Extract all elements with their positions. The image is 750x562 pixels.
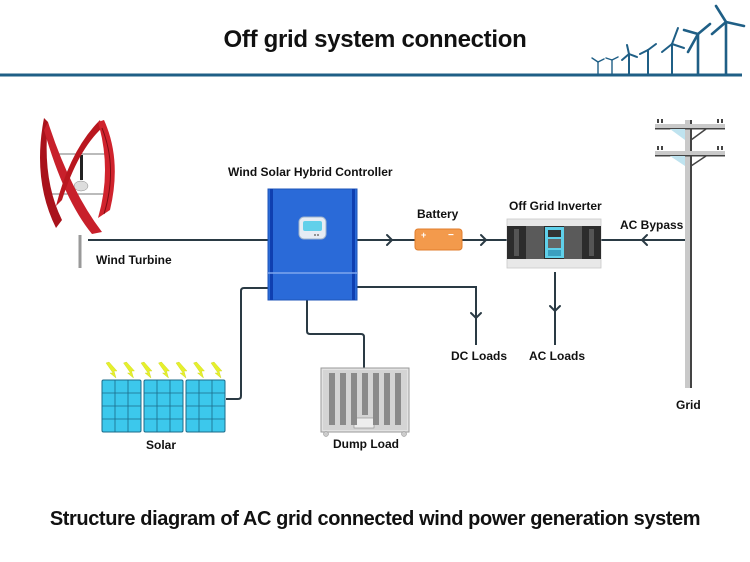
sun-ray-icon: [175, 361, 188, 379]
dump-load-resistor-icon: [320, 367, 410, 437]
arrowheads: [386, 234, 648, 320]
sun-ray-icon: [140, 361, 153, 379]
sun-ray-icon: [193, 361, 205, 379]
vertical-axis-wind-turbine-icon: [40, 118, 115, 268]
sun-ray-icon: [158, 361, 170, 379]
footer-caption: Structure diagram of AC grid connected w…: [49, 508, 701, 530]
solar-label: Solar: [146, 438, 177, 452]
vent-slat: [384, 373, 390, 425]
battery-plus-terminal: +: [421, 230, 426, 240]
vent-slat: [351, 373, 357, 425]
sun-ray-icon: [123, 361, 135, 379]
battery-minus-terminal: −: [448, 230, 454, 241]
wind-turbine-label: Wind Turbine: [96, 253, 172, 267]
arrow-to-inverter: [480, 234, 488, 246]
wire-controller-dcloads: [357, 286, 477, 345]
ac-bypass-label: AC Bypass: [620, 218, 684, 232]
arrow-to-dcloads: [470, 312, 482, 320]
arrow-to-battery: [386, 234, 394, 246]
sun-ray-icon: [105, 361, 118, 379]
dump-load-label: Dump Load: [333, 437, 399, 451]
vent-slat: [395, 373, 401, 425]
vent-slat: [373, 373, 379, 425]
battery-label: Battery: [417, 207, 459, 221]
arrow-to-acloads: [549, 305, 561, 313]
vent-slat: [340, 373, 346, 425]
arrow-from-grid: [640, 234, 648, 246]
vent-slat: [362, 373, 368, 415]
wire-controller-solar: [226, 287, 268, 400]
wire-controller-dumpload: [306, 300, 365, 368]
inverter-label: Off Grid Inverter: [509, 199, 602, 213]
battery-icon: + −: [414, 228, 463, 251]
hybrid-controller-icon: [267, 188, 358, 301]
solar-panel-icon: [101, 361, 226, 433]
wires: [88, 239, 688, 400]
vent-slat: [329, 373, 335, 425]
utility-pole-icon: [655, 119, 725, 388]
inverter-icon: [506, 218, 602, 269]
grid-label: Grid: [676, 398, 701, 412]
dc-loads-label: DC Loads: [451, 349, 508, 363]
ac-loads-label: AC Loads: [529, 349, 586, 363]
page-title: Off grid system connection: [223, 26, 527, 53]
wind-turbines-silhouette-icon: [591, 4, 746, 77]
sun-ray-icon: [210, 361, 223, 379]
controller-label: Wind Solar Hybrid Controller: [228, 165, 393, 179]
